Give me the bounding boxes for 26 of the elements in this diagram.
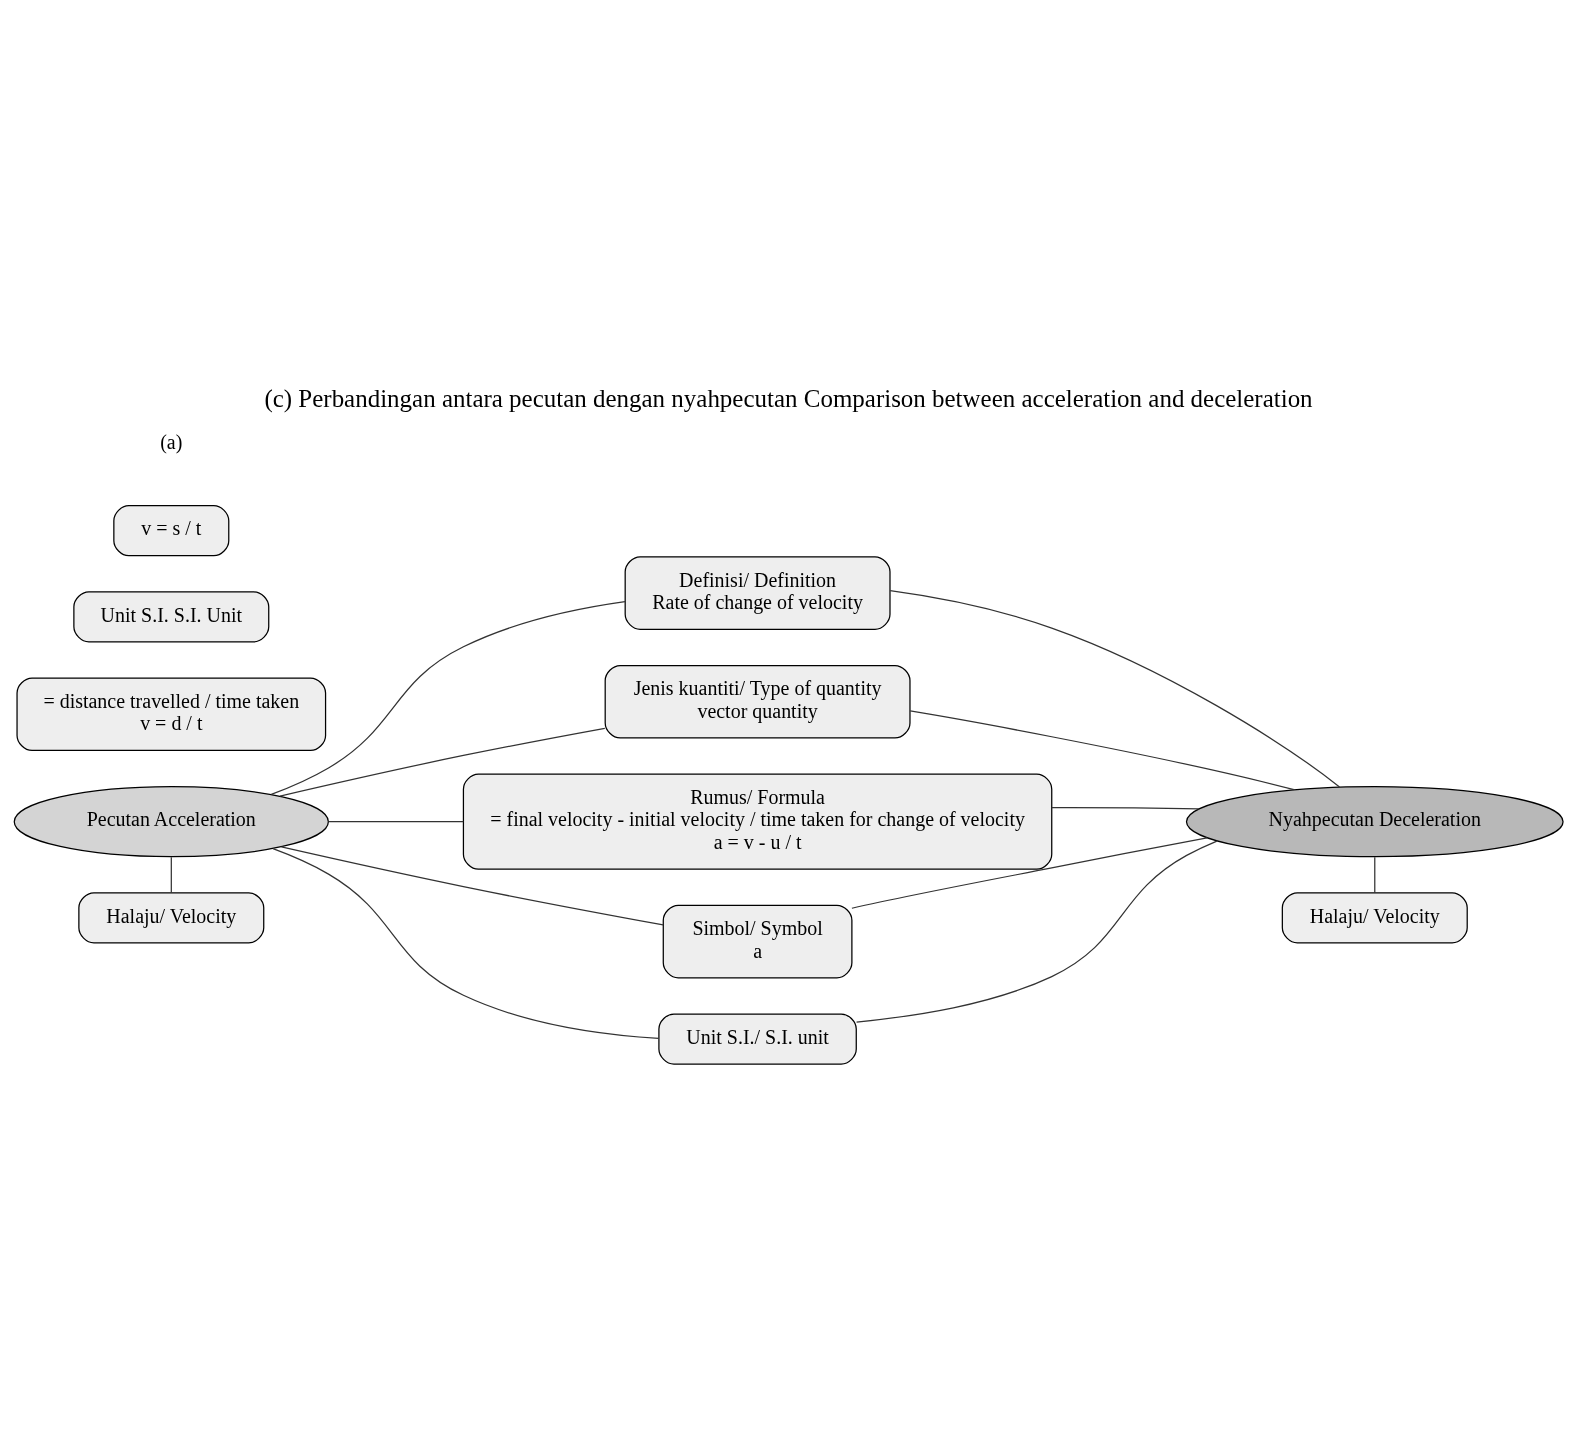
connector xyxy=(280,845,664,926)
diagram-title: (c) Perbandingan antara pecutan dengan nyahpecutan Comparison between acceleration and deceleration xyxy=(264,384,1313,412)
connector xyxy=(909,709,1295,790)
connector xyxy=(279,727,606,797)
connector xyxy=(170,856,172,893)
node-box: v = s / t xyxy=(113,504,230,556)
node-box: Unit S.I. S.I. Unit xyxy=(73,590,270,642)
label: (a) xyxy=(160,430,183,453)
node-box: Definisi/ Definition Rate of change of velocity xyxy=(624,555,891,630)
connector xyxy=(851,836,1208,909)
node-ellipse: Pecutan Acceleration xyxy=(13,785,329,857)
connector xyxy=(889,589,1341,787)
connector xyxy=(855,839,1218,1023)
connector xyxy=(272,847,660,1039)
node-box: Simbol/ Symbol a xyxy=(662,904,853,978)
node-box: = distance travelled / time taken v = d / t xyxy=(16,676,327,751)
connector xyxy=(328,820,464,822)
connector xyxy=(270,600,626,795)
connector xyxy=(1051,806,1200,809)
node-box: Halaju/ Velocity xyxy=(1281,891,1468,943)
node-box: Rumus/ Formula = final velocity - initial velocity / time taken for change of velocity a = v - u / t xyxy=(462,773,1053,870)
node-box: Unit S.I./ S.I. unit xyxy=(658,1012,857,1065)
node-box: Halaju/ Velocity xyxy=(78,891,265,943)
node-ellipse: Nyahpecutan Deceleration xyxy=(1185,785,1564,857)
node-box: Jenis kuantiti/ Type of quantity vector quantity xyxy=(604,664,911,739)
connector xyxy=(1374,856,1376,893)
